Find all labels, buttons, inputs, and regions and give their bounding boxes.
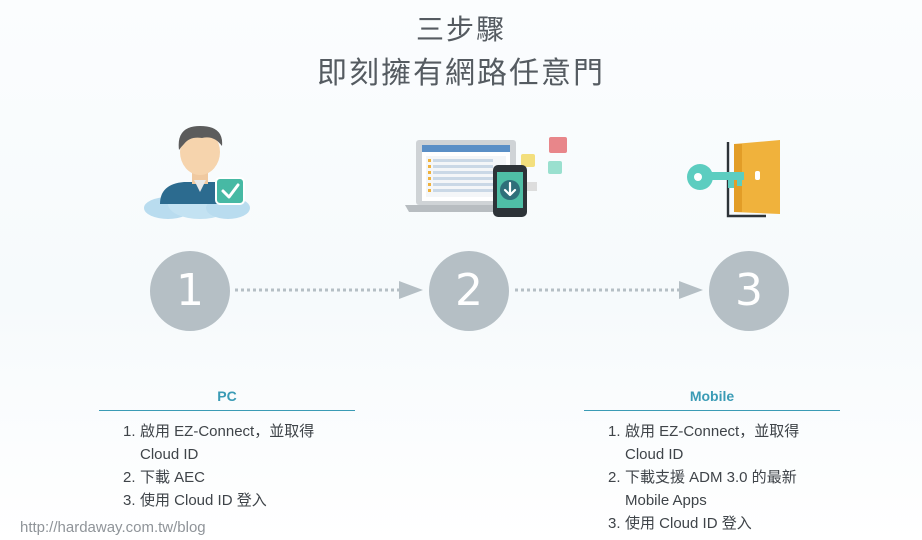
mobile-step-2: 2. 下載支援 ADM 3.0 的最新 Mobile Apps [608, 466, 799, 512]
mobile-step-3-line-1: 使用 Cloud ID 登入 [625, 515, 752, 532]
title-line-2: 即刻擁有網路任意門 [317, 56, 605, 91]
pc-step-3: 3. 使用 Cloud ID 登入 [123, 489, 314, 512]
pc-steps-list: 1. 啟用 EZ-Connect，並取得 Cloud ID 2. 下載 AEC … [123, 420, 314, 512]
mobile-step-1-line-1: 啟用 EZ-Connect，並取得 [625, 423, 800, 440]
pc-step-2-line-1: 下載 AEC [140, 469, 206, 486]
pc-step-1: 1. 啟用 EZ-Connect，並取得 Cloud ID [123, 420, 314, 466]
mobile-step-2-line-1: 下載支援 ADM 3.0 的最新 [625, 469, 797, 486]
arrow-2-to-3 [515, 281, 703, 299]
pc-step-2-number: 2. [123, 469, 136, 486]
mobile-step-3: 3. 使用 Cloud ID 登入 [608, 512, 799, 535]
pc-step-3-line-1: 使用 Cloud ID 登入 [140, 492, 267, 509]
mobile-heading: Mobile [689, 388, 735, 404]
mobile-divider [584, 410, 840, 411]
mobile-step-3-number: 3. [608, 515, 621, 532]
step-1-circle: 1 [150, 251, 230, 331]
mobile-step-1-line-2: Cloud ID [625, 446, 684, 463]
step-3-circle: 3 [709, 251, 789, 331]
pc-step-3-number: 3. [123, 492, 136, 509]
mobile-step-1-number: 1. [608, 423, 621, 440]
mobile-steps-list: 1. 啟用 EZ-Connect，並取得 Cloud ID 2. 下載支援 AD… [608, 420, 799, 535]
mobile-step-2-number: 2. [608, 469, 621, 486]
mobile-step-2-line-2: Mobile Apps [625, 492, 707, 509]
pc-step-1-line-2: Cloud ID [140, 446, 199, 463]
mobile-step-1: 1. 啟用 EZ-Connect，並取得 Cloud ID [608, 420, 799, 466]
user-cloud-check-icon [144, 126, 250, 219]
key-door-icon [687, 140, 780, 218]
step-2-circle: 2 [429, 251, 509, 331]
pc-step-2: 2. 下載 AEC [123, 466, 314, 489]
pc-step-1-number: 1. [123, 423, 136, 440]
arrow-1-to-2 [235, 281, 423, 299]
title-line-1: 三步驟 [415, 13, 506, 46]
laptop-phone-download-icon [405, 137, 567, 217]
pc-divider [99, 410, 355, 411]
watermark-url: http://hardaway.com.tw/blog [20, 519, 206, 536]
pc-heading: PC [217, 388, 237, 404]
pc-step-1-line-1: 啟用 EZ-Connect，並取得 [140, 423, 315, 440]
